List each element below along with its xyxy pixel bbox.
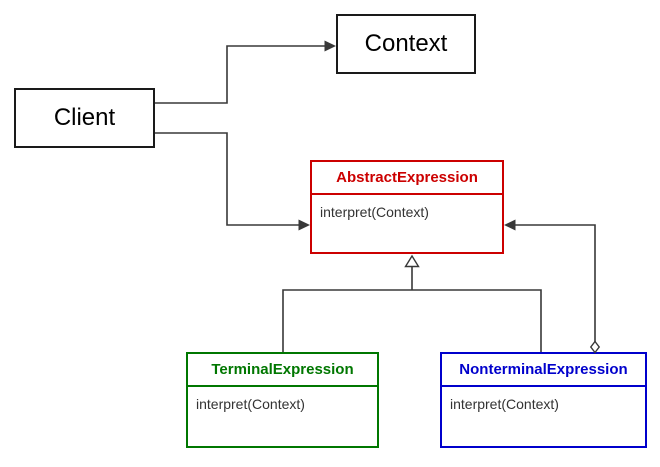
node-nonterminal-expression-method: interpret(Context): [450, 396, 559, 412]
solid-arrowhead-into-context: [324, 40, 336, 52]
edge-client-to-context: [155, 45, 329, 104]
node-nonterminal-expression-title: NonterminalExpression: [442, 354, 645, 387]
node-client-label: Client: [53, 104, 116, 131]
node-context: Context: [336, 14, 476, 74]
node-abstract-expression-title: AbstractExpression: [312, 162, 502, 195]
generalization-bracket: [282, 289, 542, 352]
node-nonterminal-expression: NonterminalExpression interpret(Context): [440, 352, 647, 448]
node-terminal-expression-title: TerminalExpression: [188, 354, 377, 387]
node-client: Client: [14, 88, 155, 148]
node-terminal-expression: TerminalExpression interpret(Context): [186, 352, 379, 448]
hollow-diamond-aggregation: [589, 340, 601, 354]
edge-nonterminal-aggregation: [515, 224, 596, 343]
solid-arrowhead-into-abstract-expression-left: [298, 219, 310, 231]
node-abstract-expression: AbstractExpression interpret(Context): [310, 160, 504, 254]
node-abstract-expression-method: interpret(Context): [320, 204, 429, 220]
solid-arrowhead-into-abstract-expression-right: [504, 219, 516, 231]
node-terminal-expression-method: interpret(Context): [196, 396, 305, 412]
node-context-label: Context: [364, 30, 448, 57]
edge-client-to-abstract-expression: [155, 132, 301, 226]
hollow-triangle-generalization: [404, 254, 420, 268]
